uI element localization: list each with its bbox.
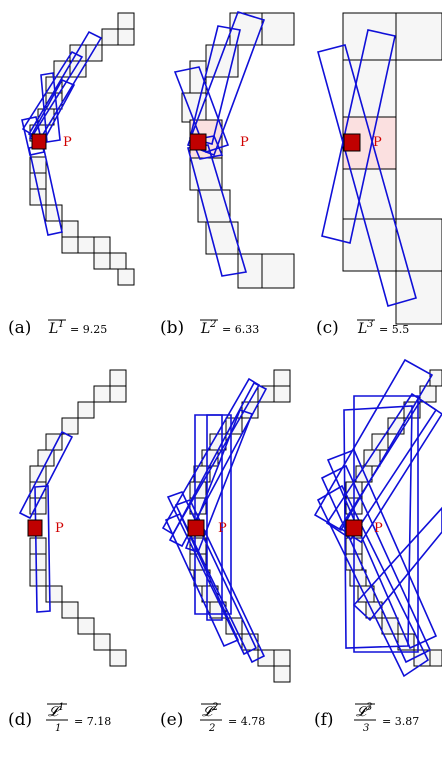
caption-tag: (d) [8, 710, 32, 730]
point-p-marker [189, 133, 207, 151]
covering-rectangles [161, 377, 268, 664]
panel-c: P [317, 12, 442, 325]
point-p-label: P [240, 135, 249, 150]
panel-e: P [161, 369, 291, 683]
point-p-marker [345, 519, 363, 537]
caption-symbol: L [48, 321, 58, 337]
caption-superscript: 1 [58, 702, 64, 713]
caption-tag: (e) [160, 710, 183, 730]
point-p-marker [187, 519, 205, 537]
caption-denominator: 2 [208, 723, 215, 734]
point-p-label: P [55, 521, 64, 536]
caption-value: = 7.18 [74, 715, 111, 728]
caption-e: (e) 𝓛 2 2 = 4.78 [160, 702, 265, 734]
caption-symbol: L [357, 321, 367, 337]
point-p-label: P [373, 135, 382, 150]
caption-superscript: 2 [209, 319, 216, 330]
caption-tag: (b) [160, 318, 184, 338]
caption-tag: (a) [8, 318, 31, 338]
caption-b: (b) L 2 = 6.33 [160, 318, 259, 338]
point-p-marker [343, 133, 361, 152]
covering-rectangles [18, 430, 74, 613]
caption-f: (f) 𝓛 3 3 = 3.87 [314, 702, 419, 734]
panel-f: P [313, 358, 442, 678]
caption-superscript: 3 [367, 319, 373, 330]
caption-d: (d) 𝓛 1 1 = 7.18 [8, 702, 111, 734]
caption-value: = 3.87 [382, 715, 419, 728]
point-p-label: P [63, 135, 72, 150]
point-p-label: P [218, 521, 227, 536]
point-p-marker [31, 133, 47, 150]
panel-a: P [21, 12, 135, 286]
point-p-label: P [374, 521, 383, 536]
caption-tag: (c) [316, 318, 339, 338]
caption-superscript: 1 [58, 319, 64, 330]
grid-cells [345, 369, 442, 667]
caption-c: (c) L 3 = 5.5 [316, 318, 409, 338]
caption-denominator: 3 [363, 723, 369, 734]
caption-value: = 9.25 [70, 323, 107, 336]
caption-symbol: L [200, 321, 210, 337]
panel-d: P [18, 369, 127, 667]
caption-value: = 5.5 [379, 323, 409, 336]
caption-value: = 6.33 [222, 323, 259, 336]
covering-rectangles [313, 358, 442, 678]
point-p-marker [27, 519, 43, 537]
caption-tag: (f) [314, 710, 334, 730]
panel-b: P [173, 11, 295, 289]
caption-value: = 4.78 [228, 715, 265, 728]
grid-cells [189, 369, 291, 683]
caption-superscript: 2 [211, 702, 218, 713]
caption-a: (a) L 1 = 9.25 [8, 318, 107, 338]
covering-rectangles [317, 29, 417, 307]
grid-cells [342, 12, 442, 325]
caption-denominator: 1 [55, 723, 61, 734]
grid-cells [29, 369, 127, 667]
caption-superscript: 3 [366, 702, 372, 713]
